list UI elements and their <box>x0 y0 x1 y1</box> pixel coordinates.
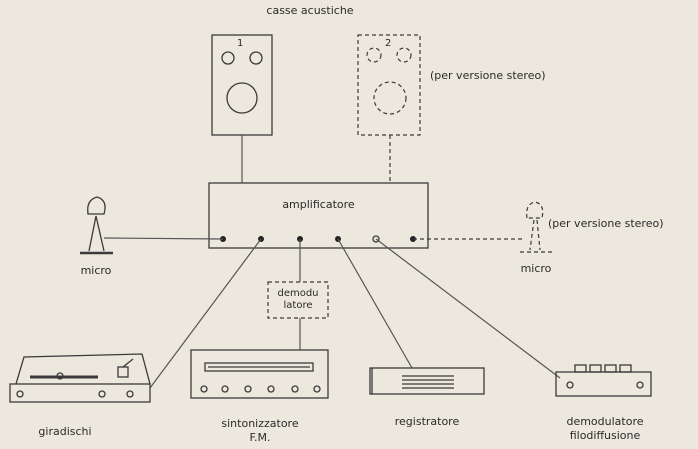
tuner-label-line1: sintonizzatore <box>200 418 320 430</box>
turntable-label: giradischi <box>10 426 120 438</box>
micro-right-label: micro <box>506 263 566 275</box>
turntable <box>10 354 150 402</box>
tuner-label-line2: F.M. <box>200 432 320 444</box>
tape-recorder <box>370 368 484 394</box>
microphone-left <box>80 197 113 253</box>
stereo-note-speaker: (per versione stereo) <box>430 70 546 82</box>
recorder-label: registratore <box>370 416 484 428</box>
filodiffusione-label-line2: filodiffusione <box>550 430 660 442</box>
micro-left-wire <box>104 238 223 239</box>
stereo-note-micro: (per versione stereo) <box>548 218 664 230</box>
micro-left-label: micro <box>66 265 126 277</box>
speakers-label: casse acustiche <box>220 5 400 17</box>
speaker-2-number: 2 <box>385 38 391 50</box>
speaker-2-stereo <box>358 35 420 135</box>
filodiffusione-demodulator <box>556 365 651 396</box>
fm-tuner <box>191 350 328 398</box>
demodulator-label-line2: latore <box>268 300 328 312</box>
speaker-1 <box>212 35 272 135</box>
speaker-1-number: 1 <box>237 38 243 50</box>
amplifier <box>209 183 428 248</box>
demodulator-label-line1: demodu <box>268 288 328 300</box>
filodiffusione-wire <box>376 239 560 378</box>
amplifier-label: amplificatore <box>209 199 428 211</box>
filodiffusione-label-line1: demodulatore <box>550 416 660 428</box>
